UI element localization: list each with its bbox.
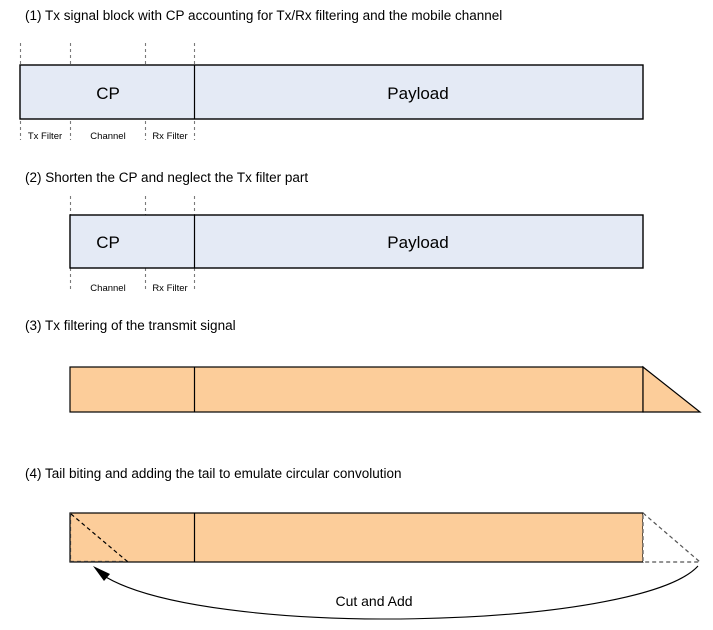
step-4-removed-tail-triangle [642, 511, 702, 563]
step-2-tick-rx-filter: Rx Filter [152, 283, 187, 294]
step-4-added-tail-diagonal [70, 513, 129, 563]
step-1-tick-rx-filter: Rx Filter [152, 131, 187, 142]
step-1-tick-tx-filter: Tx Filter [28, 131, 62, 142]
step-2-payload-label: Payload [387, 233, 448, 252]
step-1-heading: (1) Tx signal block with CP accounting f… [25, 8, 502, 23]
step-3-filtered-block [69, 366, 644, 413]
cut-and-add-arrow-curve [100, 565, 699, 620]
step-2-signal-block [69, 214, 644, 269]
step-2-heading: (2) Shorten the CP and neglect the Tx fi… [25, 170, 308, 185]
step-2-tick-channel: Channel [90, 283, 125, 294]
cut-and-add-label: Cut and Add [335, 593, 412, 609]
step-4-filtered-block [69, 512, 644, 563]
step-3-heading: (3) Tx filtering of the transmit signal [25, 318, 236, 333]
step-2-cp-label: CP [96, 233, 120, 252]
step-3-filter-tail-triangle [642, 365, 702, 413]
step-1-payload-label: Payload [387, 84, 448, 103]
cut-and-add-arrow-head-icon [93, 566, 110, 581]
step-4-heading: (4) Tail biting and adding the tail to e… [25, 466, 401, 481]
step-1-tick-channel: Channel [90, 131, 125, 142]
step-1-cp-label: CP [96, 84, 120, 103]
step-1-signal-block [19, 64, 644, 120]
